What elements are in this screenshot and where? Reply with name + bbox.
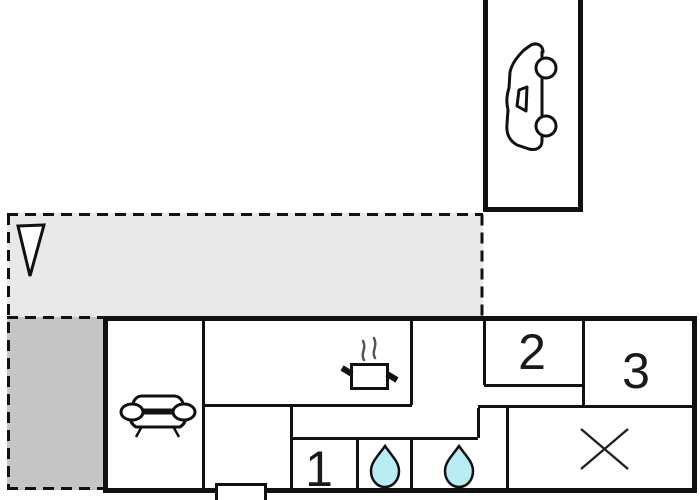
room-3-label: 3 [622, 343, 650, 399]
sofa-icon [119, 394, 197, 438]
terrace-area [7, 213, 484, 490]
room-2-label: 2 [518, 324, 546, 380]
entrance-door [215, 483, 267, 500]
interior-walls [202, 321, 692, 488]
terrace-dashed-border [7, 213, 484, 490]
terrace-dark-area [7, 317, 106, 490]
room-1-label: 1 [305, 441, 333, 497]
terrace-light-area [7, 213, 483, 318]
triangle-down-icon [16, 223, 46, 277]
steam-lines [361, 336, 377, 362]
carport [483, 0, 583, 212]
water-drop-icon [369, 443, 401, 489]
water-drop-icon [443, 443, 475, 489]
x-cross-icon [580, 428, 629, 470]
cooking-pot-icon [340, 336, 399, 390]
car-icon [505, 42, 558, 151]
